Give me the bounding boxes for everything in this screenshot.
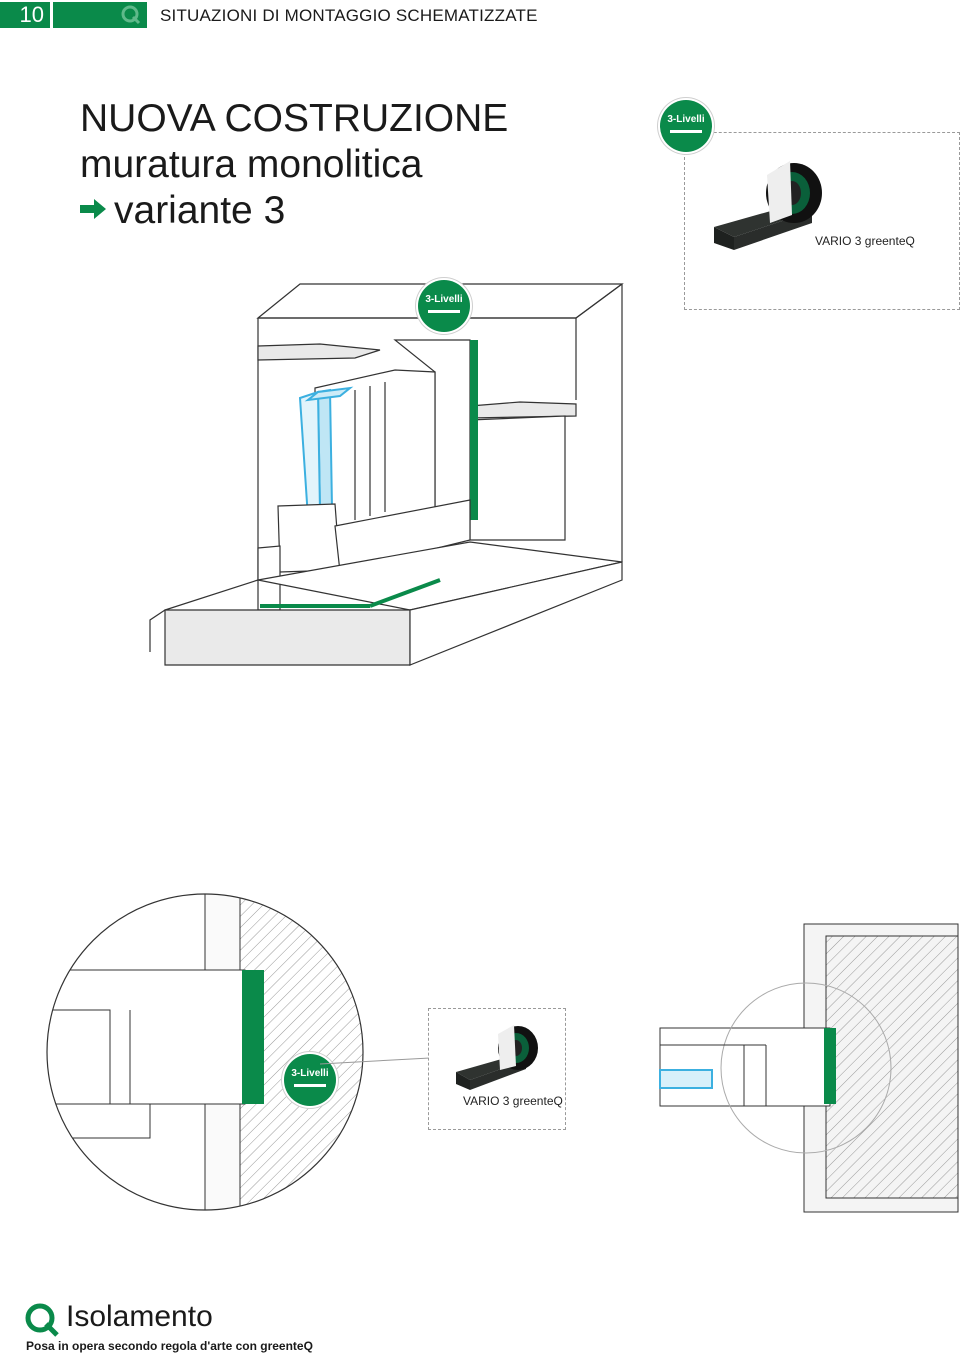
page-title: NUOVA COSTRUZIONE muratura monolitica va… — [80, 96, 508, 234]
leader-line — [320, 1057, 431, 1065]
q-logo-icon — [121, 5, 141, 25]
arrow-right-icon — [80, 198, 106, 219]
title-line-1: NUOVA COSTRUZIONE — [80, 97, 509, 140]
title-line-2: muratura monolitica — [80, 143, 423, 186]
installation-drawing — [149, 283, 624, 666]
detail-badge: 3-Livelli — [284, 1054, 336, 1106]
product-box-top — [684, 132, 960, 310]
header-title: SITUAZIONI DI MONTAGGIO SCHEMATIZZATE — [160, 6, 538, 25]
page-header: 10 SITUAZIONI DI MONTAGGIO SCHEMATIZZATE — [0, 0, 960, 30]
q-logo-icon-footer — [25, 1303, 59, 1337]
footer-title: Isolamento — [66, 1300, 213, 1333]
detail-section-circle — [46, 893, 364, 1211]
product-label-top: VARIO 3 greenteQ — [815, 234, 915, 248]
product-badge: 3-Livelli — [660, 100, 712, 152]
page-number: 10 — [0, 2, 50, 28]
tape-roll-image — [714, 161, 822, 250]
product-label-detail: VARIO 3 greenteQ — [463, 1094, 563, 1108]
drawing-badge: 3-Livelli — [418, 280, 470, 332]
footer-subtitle: Posa in opera secondo regola d'arte con … — [26, 1339, 313, 1353]
title-variant: variante 3 — [114, 189, 286, 232]
section-drawing-right — [659, 923, 959, 1213]
tape-roll-image-small — [456, 1025, 538, 1090]
title-line-3: variante 3 — [80, 188, 508, 234]
